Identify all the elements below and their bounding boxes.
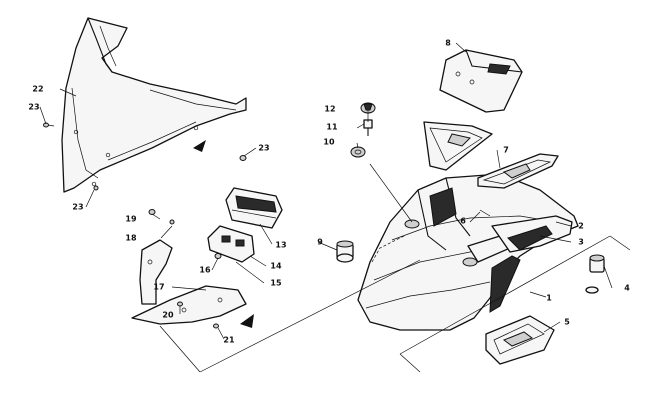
- callout-20: 20: [162, 311, 174, 320]
- windshield-part: [61, 17, 247, 193]
- side-vent-part: [489, 215, 573, 313]
- callout-23-bottom: 23: [72, 203, 83, 212]
- callout-22: 22: [32, 85, 43, 94]
- front-direction-arrow: [193, 140, 206, 152]
- mount-bracket-part: [131, 239, 247, 325]
- bolt-part-16: [214, 253, 222, 259]
- knob-part: [585, 254, 605, 294]
- windshield-screw-23b: [239, 155, 247, 161]
- windshield-screw-23c: [93, 185, 99, 191]
- callout-2: 2: [578, 222, 584, 231]
- bolt-part-21: [213, 323, 219, 329]
- switch-part-11: [363, 119, 373, 136]
- connector-part: [336, 240, 354, 263]
- callout-13: 13: [275, 241, 286, 250]
- callout-18: 18: [125, 234, 137, 243]
- washer-part-19: [148, 209, 156, 215]
- callout-15: 15: [270, 279, 282, 288]
- callout-23-right: 23: [258, 144, 269, 153]
- hood-part: [357, 173, 579, 331]
- callout-1: 1: [546, 294, 552, 303]
- callout-5: 5: [564, 318, 570, 327]
- nut-part-10: [350, 146, 366, 158]
- callout-12: 12: [324, 105, 335, 114]
- windshield-screw-23a: [43, 122, 55, 128]
- callout-11: 11: [326, 123, 338, 132]
- callout-16: 16: [199, 266, 211, 275]
- upper-vent-panel: [423, 121, 493, 171]
- callout-17: 17: [153, 283, 164, 292]
- callout-8: 8: [445, 39, 451, 48]
- callout-23-top: 23: [28, 103, 39, 112]
- callout-14: 14: [270, 262, 282, 271]
- screw-part-6: [479, 209, 491, 217]
- callout-9: 9: [317, 238, 323, 247]
- callout-10: 10: [323, 138, 335, 147]
- callout-3: 3: [578, 238, 584, 247]
- bolt-part-20: [177, 301, 183, 307]
- mount-direction-arrow: [240, 314, 254, 328]
- gauge-part: [225, 187, 283, 229]
- leader-lines: [39, 42, 631, 373]
- callout-6: 6: [460, 217, 466, 226]
- bolt-part-18: [169, 219, 175, 225]
- callout-21: 21: [223, 336, 235, 345]
- gauge-bracket-part: [207, 225, 255, 263]
- callout-19: 19: [125, 215, 137, 224]
- lower-vent-panel: [477, 153, 559, 189]
- top-cover-part: [439, 49, 523, 113]
- callout-4: 4: [624, 284, 630, 293]
- callout-7: 7: [503, 146, 509, 155]
- lower-trim-part: [485, 315, 555, 365]
